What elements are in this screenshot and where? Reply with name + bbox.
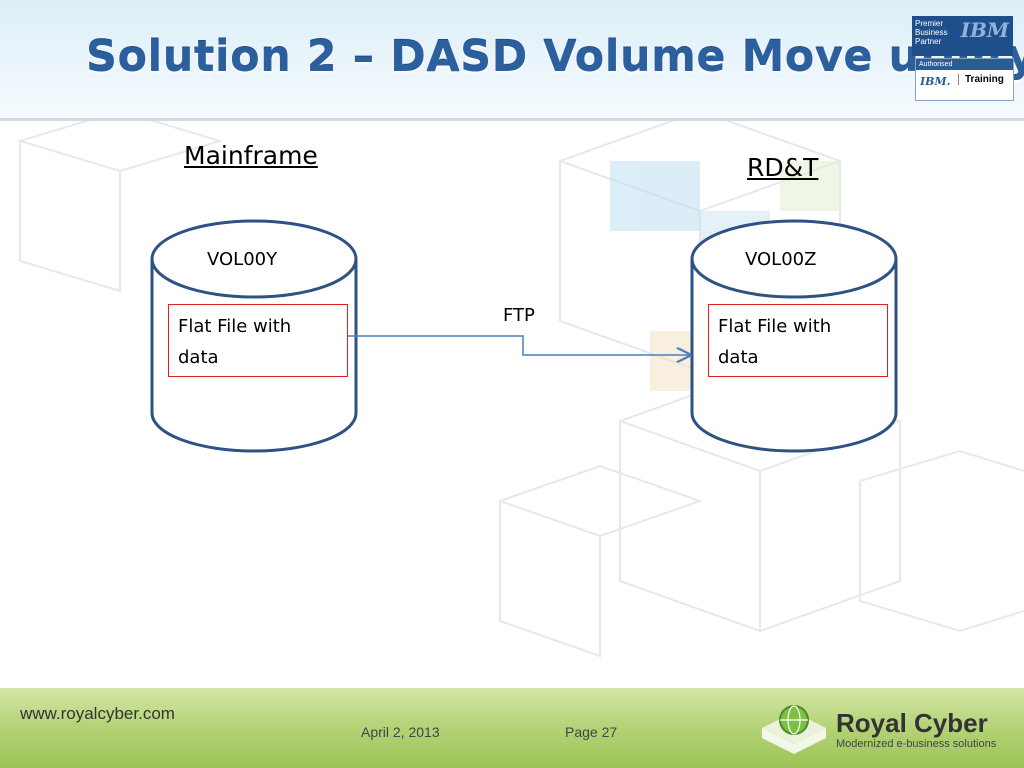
mainframe-heading: Mainframe: [184, 141, 318, 170]
slide-footer: www.royalcyber.com April 2, 2013 Page 27…: [0, 688, 1024, 768]
rdt-heading: RD&T: [747, 153, 819, 182]
slide-date: April 2, 2013: [361, 724, 440, 740]
flat-file-box-right: Flat File with data: [708, 304, 888, 377]
website-url: www.royalcyber.com: [20, 704, 175, 723]
slide-header: Solution 2 – DASD Volume Move utility Pr…: [0, 0, 1024, 121]
training-label: Training: [958, 74, 1004, 85]
ibm-premier-partner-badge: Premier Business Partner IBM: [912, 16, 1013, 56]
file-label-line: data: [178, 347, 219, 368]
volume-label-left: VOL00Y: [207, 249, 278, 270]
premier-line: Partner: [915, 37, 942, 46]
authorised-label: Authorised: [916, 59, 1013, 70]
royal-cyber-globe-icon: [762, 705, 826, 754]
slide-title: Solution 2 – DASD Volume Move utility: [86, 32, 1024, 82]
premier-line: Business: [915, 28, 948, 37]
ibm-training-logo: IBM.: [920, 75, 951, 88]
ftp-label: FTP: [503, 305, 535, 326]
ibm-training-badge: Authorised IBM. Training: [915, 58, 1014, 101]
file-label-line: Flat File with: [178, 316, 292, 337]
page-number: Page 27: [565, 724, 618, 740]
file-label-line: data: [718, 347, 759, 368]
flat-file-box-left: Flat File with data: [168, 304, 348, 377]
file-label-line: Flat File with: [718, 316, 832, 337]
royal-cyber-tagline: Modernized e-business solutions: [836, 738, 997, 750]
ftp-connector-arrow: [348, 335, 690, 355]
premier-line: Premier: [915, 19, 944, 28]
volume-label-right: VOL00Z: [745, 249, 817, 270]
royal-cyber-brand: Royal Cyber: [836, 708, 988, 738]
